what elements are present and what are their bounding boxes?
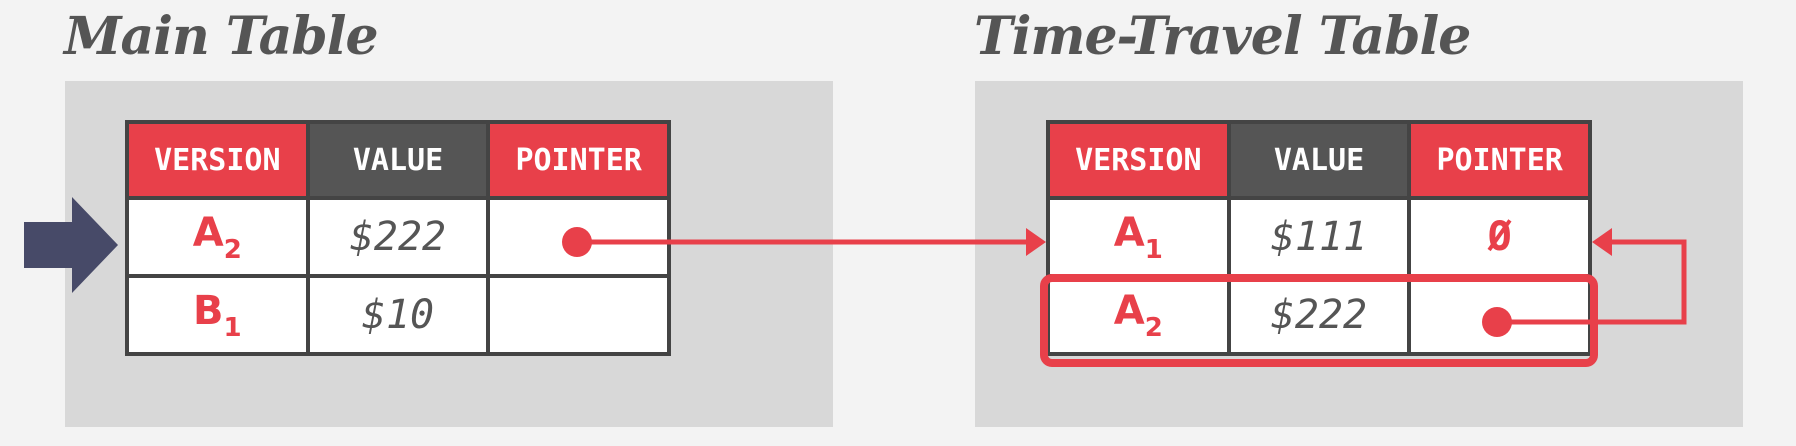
pointer-arrow [1497,239,1687,325]
table-header-row: VERSION VALUE POINTER [125,120,671,200]
value-cell: $222 [305,196,491,278]
header-value: VALUE [305,120,491,200]
current-version-arrow-icon [24,197,118,293]
main-table-title: Main Table [64,6,379,67]
header-value: VALUE [1226,120,1412,200]
version-cell: A1 [1046,196,1231,278]
value-cell: $222 [1226,274,1412,356]
header-pointer: POINTER [486,120,671,200]
pointer-cell [486,274,671,356]
version-cell: A2 [125,196,310,278]
arrow-head-icon [1026,228,1046,256]
header-version: VERSION [125,120,310,200]
header-version: VERSION [1046,120,1231,200]
time-travel-table-title: Time-Travel Table [974,6,1471,67]
time-travel-table: VERSION VALUE POINTER A1 $111 Ø A2 $222 [1046,120,1592,356]
version-cell: B1 [125,274,310,356]
value-cell: $10 [305,274,491,356]
header-pointer: POINTER [1407,120,1592,200]
null-pointer: Ø [1487,214,1512,260]
table-header-row: VERSION VALUE POINTER [1046,120,1592,200]
arrow-head-icon [1592,228,1612,256]
table-row: B1 $10 [125,274,671,356]
